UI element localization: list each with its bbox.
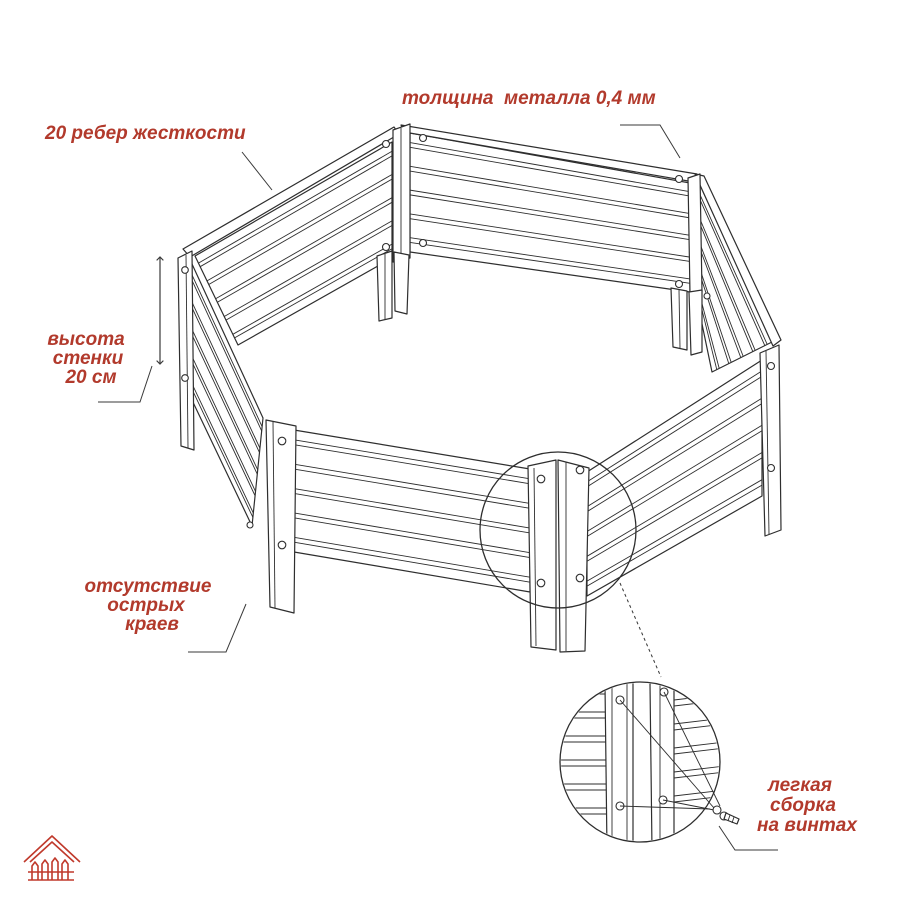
rib-line bbox=[698, 240, 744, 357]
screw-icon bbox=[712, 805, 740, 825]
rib-line bbox=[234, 248, 393, 339]
rib-line bbox=[293, 512, 531, 554]
rib-line bbox=[190, 360, 256, 496]
label-wall-height-line3: 20 см bbox=[64, 367, 116, 388]
panel-front-left bbox=[293, 429, 531, 593]
rib-line bbox=[232, 243, 393, 335]
rib-line bbox=[409, 194, 691, 241]
back-right-post bbox=[670, 173, 703, 356]
rib-line bbox=[697, 267, 730, 364]
panel-right-back bbox=[696, 184, 773, 373]
rib-line bbox=[699, 198, 766, 346]
rib-line bbox=[586, 403, 763, 513]
rib-line bbox=[191, 333, 258, 475]
front-left-post bbox=[265, 419, 297, 614]
rib-line bbox=[409, 213, 691, 258]
rib-line bbox=[409, 189, 691, 236]
rib-line bbox=[586, 457, 763, 562]
rib-line bbox=[293, 444, 531, 485]
rib-line bbox=[409, 237, 691, 280]
magnifier-circle bbox=[479, 451, 637, 609]
rib-line bbox=[190, 381, 254, 514]
rib-line bbox=[409, 142, 691, 193]
rib-line bbox=[191, 328, 259, 471]
rib-line bbox=[409, 170, 691, 219]
rib-line bbox=[208, 178, 393, 285]
leader-no-sharp-edges bbox=[188, 603, 247, 653]
house-fence-logo bbox=[23, 835, 81, 881]
label-no-sharp-edges-line1: отсутствие bbox=[85, 576, 212, 597]
panel-back bbox=[409, 132, 691, 293]
rib-line bbox=[293, 488, 531, 529]
left-post bbox=[177, 250, 254, 529]
screw-guide-lines bbox=[619, 691, 721, 811]
panel-front-right bbox=[586, 359, 763, 597]
rib-line bbox=[199, 155, 393, 268]
rib-line bbox=[586, 397, 763, 508]
rib-line bbox=[409, 146, 691, 197]
panel-outline bbox=[194, 141, 393, 346]
back-corner-post bbox=[376, 123, 411, 322]
detail-inset bbox=[559, 681, 740, 843]
label-metal-thickness: толщина металла 0,4 мм bbox=[402, 88, 656, 109]
rib-line bbox=[293, 468, 531, 509]
label-stiffening-ribs: 20 ребер жесткости bbox=[44, 123, 246, 144]
rib-line bbox=[191, 306, 260, 453]
rib-line bbox=[586, 479, 763, 582]
back-bolts bbox=[381, 133, 711, 300]
rib-line bbox=[191, 279, 263, 432]
panel-outline bbox=[293, 429, 531, 593]
rib-line bbox=[697, 263, 732, 363]
leader-wall-height bbox=[98, 365, 153, 403]
rib-line bbox=[699, 194, 768, 345]
rib-line bbox=[293, 492, 531, 534]
rib-line bbox=[586, 424, 763, 532]
label-no-sharp-edges-line3: краев bbox=[125, 614, 179, 635]
rib-line bbox=[225, 225, 393, 321]
panel-back-left bbox=[194, 141, 393, 346]
rib-line bbox=[190, 354, 256, 492]
leader-metal-thickness bbox=[620, 124, 681, 159]
label-screw-assembly-line2: сборка bbox=[770, 795, 836, 816]
rib-line bbox=[206, 174, 393, 282]
rib-line bbox=[586, 484, 763, 587]
rib-line bbox=[191, 301, 261, 449]
rib-line bbox=[217, 201, 393, 303]
rib-line bbox=[586, 370, 763, 483]
leader-screw-assembly bbox=[718, 825, 778, 851]
rib-line bbox=[586, 452, 763, 557]
rib-line bbox=[698, 217, 756, 351]
rib-line bbox=[409, 165, 691, 214]
rib-line bbox=[409, 242, 691, 284]
rib-line bbox=[698, 244, 742, 358]
label-no-sharp-edges-line2: острых bbox=[107, 595, 186, 616]
front-corner-post bbox=[527, 459, 590, 653]
label-wall-height-line2: стенки bbox=[53, 348, 124, 369]
rib-line bbox=[586, 430, 763, 537]
label-wall-height-line1: высота bbox=[47, 329, 125, 350]
right-post bbox=[759, 344, 782, 537]
rib-line bbox=[215, 197, 393, 300]
rib-line bbox=[224, 220, 393, 317]
rib-line bbox=[198, 150, 393, 264]
rib-line bbox=[190, 387, 254, 518]
rib-line bbox=[409, 218, 691, 262]
label-screw-assembly-line3: на винтах bbox=[757, 815, 858, 836]
rib-line bbox=[293, 439, 531, 480]
rib-line bbox=[293, 517, 531, 559]
panel-rim-right-back bbox=[694, 173, 782, 347]
magnifier-dashed-line bbox=[619, 582, 662, 678]
rib-line bbox=[293, 541, 531, 583]
rib-line bbox=[293, 463, 531, 504]
label-screw-assembly-line1: легкая bbox=[767, 775, 832, 796]
rib-line bbox=[586, 375, 763, 488]
rib-line bbox=[191, 274, 263, 427]
rib-line bbox=[698, 221, 754, 352]
leader-stiffening-ribs bbox=[241, 151, 273, 191]
